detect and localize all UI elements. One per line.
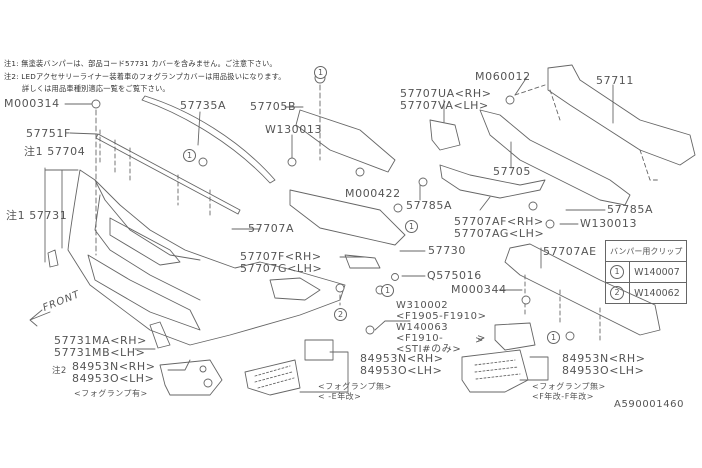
panel-57730 (289, 189, 406, 246)
clip-mark: 2 (610, 286, 624, 300)
label-57785a-b: 57785A (607, 203, 654, 216)
molding-57735a (141, 95, 276, 184)
label-w130013-a: W130013 (265, 123, 323, 136)
label-57705: 57705 (493, 165, 531, 178)
clip-ref-bubble: 1 (314, 66, 327, 79)
label-57731: 注1 57731 (6, 209, 68, 222)
note-2: 注2: LEDアクセサリーライナー装着車のフォグランプカバーは用品扱いになります… (4, 72, 286, 81)
beam-57707ae (504, 243, 661, 336)
label-57707ae: 57707AE (543, 245, 597, 258)
label-57711: 57711 (596, 74, 634, 87)
beam-57705b (295, 109, 396, 173)
label-note2-prefix: 注2 (52, 366, 67, 376)
label-range-close-2: > (475, 335, 484, 346)
label-m000422: M000422 (345, 187, 401, 200)
bumper-clip-table: バンパー用クリップ 1 W140007 2 W140062 (604, 240, 688, 304)
fog-cover-without-f (461, 349, 529, 393)
clip-ref-bubble: 1 (405, 220, 418, 233)
bracket-57707ua (429, 119, 461, 151)
clip-ref-bubble: 1 (547, 331, 560, 344)
label-57751f: 57751F (26, 127, 71, 140)
label-84953n-a: 84953N<RH> (72, 360, 156, 373)
clip-table-row: 2 W140062 (604, 282, 688, 304)
front-bumper-57704 (67, 169, 346, 346)
clip-ref-bubble: 1 (381, 284, 394, 297)
label-57707f: 57707F<RH> (240, 250, 322, 263)
label-57707ag: 57707AG<LH> (454, 227, 545, 240)
label-f1910: <F1910- (396, 333, 444, 344)
fog-cover-without-e (244, 359, 301, 396)
caption-fog-without-f2: <F年改-F年改> (532, 392, 594, 401)
label-57707g: 57707G<LH> (240, 262, 323, 275)
clip-table-row: 1 W140007 (604, 261, 688, 283)
clip-ref-bubble: 2 (334, 308, 347, 321)
note-1: 注1: 無塗装バンパーは、部品コード57731 カバーを含みません。ご注意下さい… (4, 59, 277, 68)
label-w130013-b: W130013 (580, 217, 638, 230)
label-q575016: Q575016 (427, 269, 482, 282)
fasteners (91, 72, 575, 341)
leader-lines (44, 76, 614, 393)
cover-57731ma (149, 321, 171, 349)
label-84953o-b: 84953O<LH> (360, 364, 443, 377)
reinforcement-57711 (547, 64, 696, 166)
fog-housing-e (304, 339, 334, 361)
caption-fog-without-f1: <フォグランプ無> (532, 382, 606, 391)
label-57707va: 57707VA<LH> (400, 99, 489, 112)
label-57704: 注1 57704 (24, 145, 86, 158)
label-84953n-c: 84953N<RH> (562, 352, 646, 365)
bracket-57707f (344, 254, 381, 269)
caption-fog-without-e2: < -E年改> (318, 392, 362, 401)
label-m060012: M060012 (475, 70, 531, 83)
fog-cover-with (159, 359, 223, 396)
label-w140063: W140063 (396, 322, 449, 333)
clip-mark: 1 (610, 265, 624, 279)
label-57707a: 57707A (248, 222, 295, 235)
front-arrow-icon (29, 309, 51, 327)
label-range-close: > (477, 333, 486, 344)
label-57705b: 57705B (250, 100, 297, 113)
label-m000344: M000344 (451, 283, 507, 296)
clip-ref-bubble: 1 (183, 149, 196, 162)
note-2-cont: 詳しくは用品車種別適応一覧をご覧下さい。 (22, 84, 170, 93)
cover-57731 (47, 249, 59, 268)
absorber-57705 (479, 109, 631, 206)
label-84953o-c: 84953O<LH> (562, 364, 645, 377)
label-57785a-a: 57785A (406, 199, 453, 212)
caption-fog-without-e1: <フォグランプ無> (318, 382, 392, 391)
label-84953n-b: 84953N<RH> (360, 352, 444, 365)
fog-housing-f (494, 322, 536, 351)
clip-table-header: バンパー用クリップ (604, 240, 688, 262)
label-57730: 57730 (428, 244, 466, 257)
bracket-57707af (439, 164, 546, 199)
label-57707af: 57707AF<RH> (454, 215, 544, 228)
clip-part-number: W140007 (629, 261, 688, 283)
label-sti-only: <STI#のみ> (396, 344, 462, 355)
label-57707ua: 57707UA<RH> (400, 87, 492, 100)
label-57731ma: 57731MA<RH> (54, 334, 147, 347)
label-w310002: W310002 (396, 300, 449, 311)
label-m000314: M000314 (4, 97, 60, 110)
clip-part-number: W140062 (629, 282, 688, 304)
label-57735a: 57735A (180, 99, 227, 112)
strip-57751f (95, 133, 241, 215)
label-57731mb: 57731MB<LH> (54, 346, 146, 359)
label-f1905-f1910: <F1905-F1910> (396, 311, 487, 322)
diagram-id: A590001460 (614, 399, 685, 410)
caption-fog-with: <フォグランプ有> (74, 389, 148, 398)
label-84953o-a: 84953O<LH> (72, 372, 155, 385)
